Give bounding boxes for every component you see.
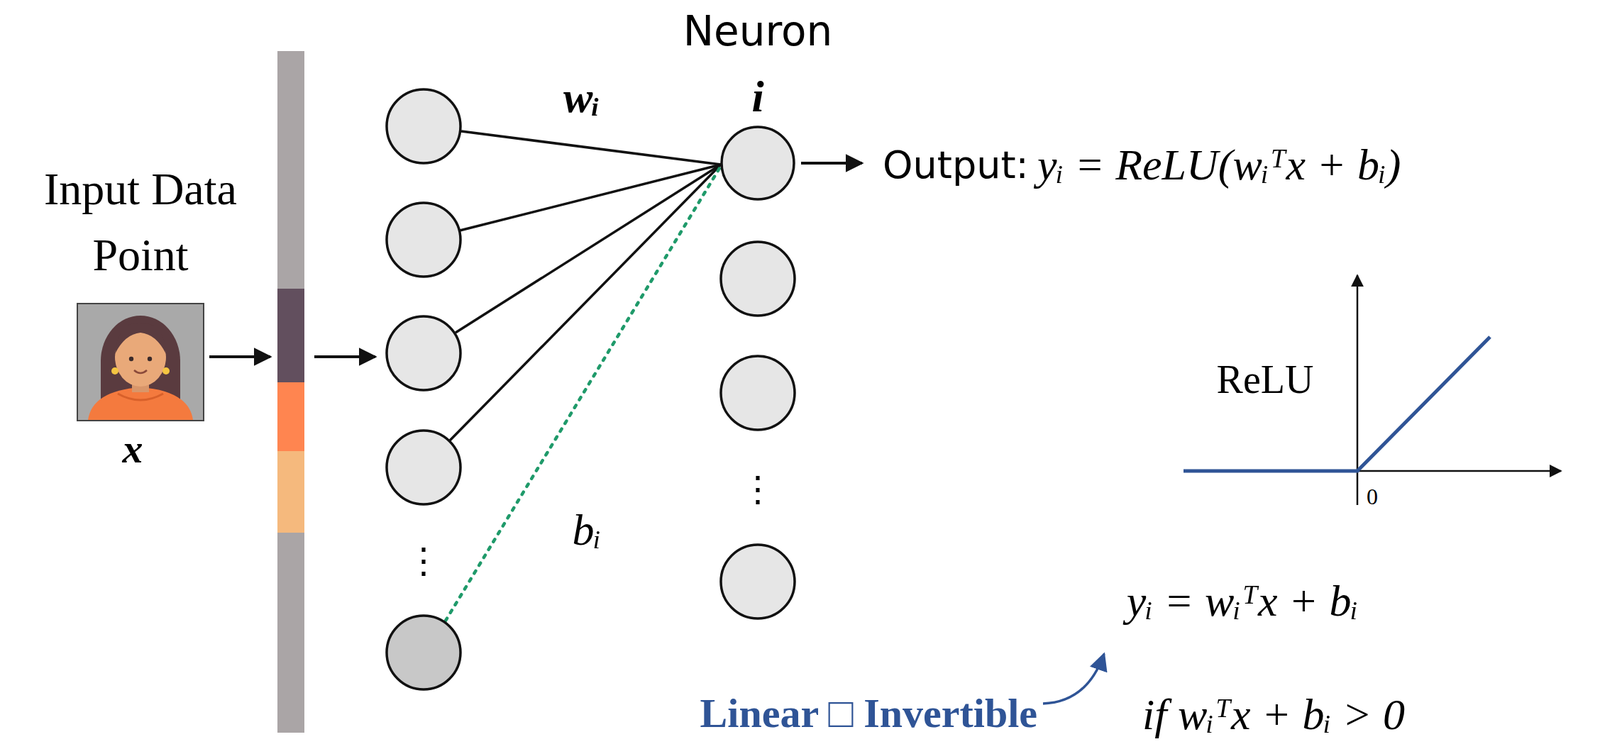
weight-line <box>459 164 721 231</box>
input-neuron <box>386 89 461 164</box>
condition-note: if wᵢᵀx + bᵢ > 0 <box>1142 689 1405 741</box>
input-neuron <box>386 316 461 391</box>
target-neuron: i <box>720 125 796 201</box>
output-prefix: Output: <box>882 143 1029 188</box>
input-image: Input Data Pointx <box>76 302 205 422</box>
callout-arrow <box>1043 654 1105 704</box>
input-arrow <box>209 355 271 359</box>
input-neuron <box>386 430 461 505</box>
column-heading: Neuron <box>683 7 833 56</box>
input-neuron <box>386 202 461 277</box>
earring <box>162 367 170 375</box>
collar <box>117 393 164 401</box>
weight-lines <box>445 131 721 621</box>
input-neurons <box>386 89 461 690</box>
neuron-circle <box>720 125 796 201</box>
axis-tick: 0 <box>1366 483 1378 511</box>
relu-curve <box>1183 337 1491 472</box>
bar-arrow <box>314 355 376 359</box>
input-symbol: x <box>122 425 144 474</box>
layer-neurons <box>720 241 795 619</box>
plot-title: ReLU <box>1216 356 1315 403</box>
eye <box>147 356 152 362</box>
bias-label: bᵢ <box>572 505 602 556</box>
layer-neuron <box>720 241 795 316</box>
neuron-index: i <box>751 71 764 123</box>
bias-line <box>445 166 721 621</box>
ellipsis: ⋮ <box>740 469 776 511</box>
embedding-bar <box>277 51 305 733</box>
eye <box>129 356 134 362</box>
earring <box>111 367 119 375</box>
fringe <box>114 322 167 355</box>
ellipsis: ⋮ <box>405 540 442 582</box>
output-formula: yᵢ = ReLU(wᵢᵀx + bᵢ) <box>1037 139 1401 191</box>
output-arrow <box>801 161 863 165</box>
bar-segment <box>277 382 305 452</box>
bias-neuron <box>386 615 461 690</box>
layer-neuron <box>720 356 795 430</box>
layer-neuron <box>720 544 795 619</box>
neuron-outline <box>721 127 794 200</box>
weight-line <box>461 131 721 165</box>
input-caption: Input Data Point <box>5 156 276 289</box>
photo-frame <box>77 303 204 421</box>
mouth <box>134 370 147 374</box>
bar-segment <box>277 288 305 383</box>
linear-formula: yᵢ = wᵢᵀx + bᵢ <box>1126 576 1359 627</box>
weight-line <box>455 164 721 333</box>
relu-plot <box>1183 275 1561 506</box>
callout-note: Linear □ Invertible <box>700 690 1038 738</box>
bar-segment <box>277 51 305 733</box>
bar-segment <box>277 451 305 533</box>
weight-line <box>449 164 721 441</box>
person-illustration <box>76 302 205 422</box>
weight-label: wᵢ <box>563 72 601 123</box>
